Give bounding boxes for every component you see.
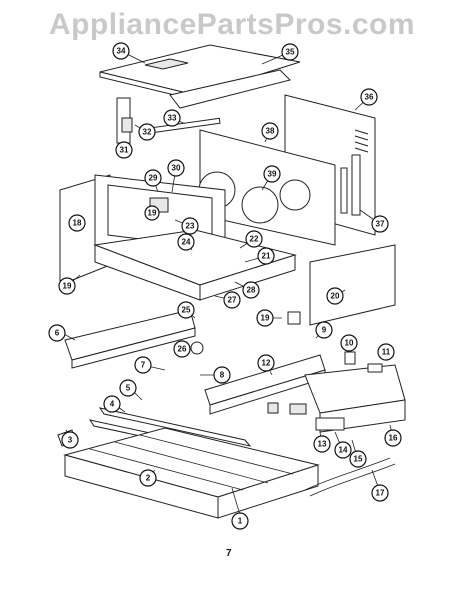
callout-label: 14 [339, 446, 348, 455]
top-cover-vent [144, 58, 189, 70]
callout-label: 31 [120, 146, 129, 155]
callout-label: 26 [178, 345, 187, 354]
callout-label: 21 [262, 252, 271, 261]
callout-label: 11 [382, 348, 391, 357]
callout-label: 27 [228, 296, 237, 305]
callout-label: 10 [345, 339, 354, 348]
wire-harness [304, 457, 391, 491]
transformer [315, 417, 345, 431]
side-bracket [351, 154, 361, 216]
post-clip [121, 117, 133, 133]
callout-label: 15 [354, 455, 363, 464]
connector [367, 363, 383, 373]
fan-opening [279, 179, 311, 211]
callout-label: 33 [168, 114, 177, 123]
callout-label: 4 [110, 400, 115, 409]
callout-label: 19 [261, 314, 270, 323]
callout-label: 19 [148, 209, 157, 218]
callout-label: 19 [63, 282, 72, 291]
callout-label: 34 [117, 47, 126, 56]
pallet-slat [114, 441, 269, 484]
pallet-side [217, 464, 319, 519]
callout-label: 37 [376, 220, 385, 229]
bottom-tray-side [199, 254, 296, 301]
rear-panel-vents [354, 129, 369, 153]
callout-label: 12 [262, 359, 271, 368]
callout-label: 30 [172, 164, 181, 173]
callout-label: 7 [141, 361, 146, 370]
top-cover [99, 44, 301, 96]
callout-label: 28 [247, 286, 256, 295]
callout-label: 5 [126, 384, 131, 393]
top-rear-plate [169, 69, 291, 109]
callout-label: 1 [238, 517, 243, 526]
wire-harness [309, 463, 396, 497]
switch [344, 351, 356, 365]
callout-label: 25 [182, 306, 191, 315]
callout-label: 20 [331, 292, 340, 301]
callout-label: 2 [146, 474, 151, 483]
relay [287, 311, 301, 325]
terminal-block [289, 403, 307, 415]
callout-label: 29 [149, 174, 158, 183]
page-number: 7 [226, 548, 232, 559]
callout-label: 6 [55, 329, 60, 338]
thermal-switch [190, 341, 204, 355]
capacitor [267, 402, 279, 414]
callout-label: 3 [68, 436, 73, 445]
watermark: AppliancePartsPros.com [48, 8, 416, 41]
callout-label: 22 [250, 235, 259, 244]
right-side-panel [309, 244, 396, 326]
callout-group: 1 2 3 4 5 6 7 8 9 10 11 12 13 14 15 16 1… [48, 42, 402, 530]
callout-label: 36 [365, 93, 374, 102]
pallet-slat [89, 448, 244, 491]
side-bracket [340, 167, 348, 214]
callout-label: 32 [143, 128, 152, 137]
left-channel-front [71, 327, 196, 369]
callout-label: 23 [186, 222, 195, 231]
upper-rail [98, 407, 252, 447]
top-rail [149, 117, 221, 134]
callout-label: 8 [220, 371, 225, 380]
callout-label: 38 [266, 127, 275, 136]
callout-label: 24 [182, 238, 191, 247]
callout-label: 9 [322, 326, 327, 335]
callout-label: 16 [389, 434, 398, 443]
callout-label: 13 [318, 440, 327, 449]
pallet-slat [139, 434, 294, 475]
callout-label: 18 [73, 219, 82, 228]
fan-housing [241, 186, 279, 224]
callout-label: 17 [376, 489, 385, 498]
callout-label: 39 [268, 170, 277, 179]
callout-label: 35 [286, 48, 295, 57]
